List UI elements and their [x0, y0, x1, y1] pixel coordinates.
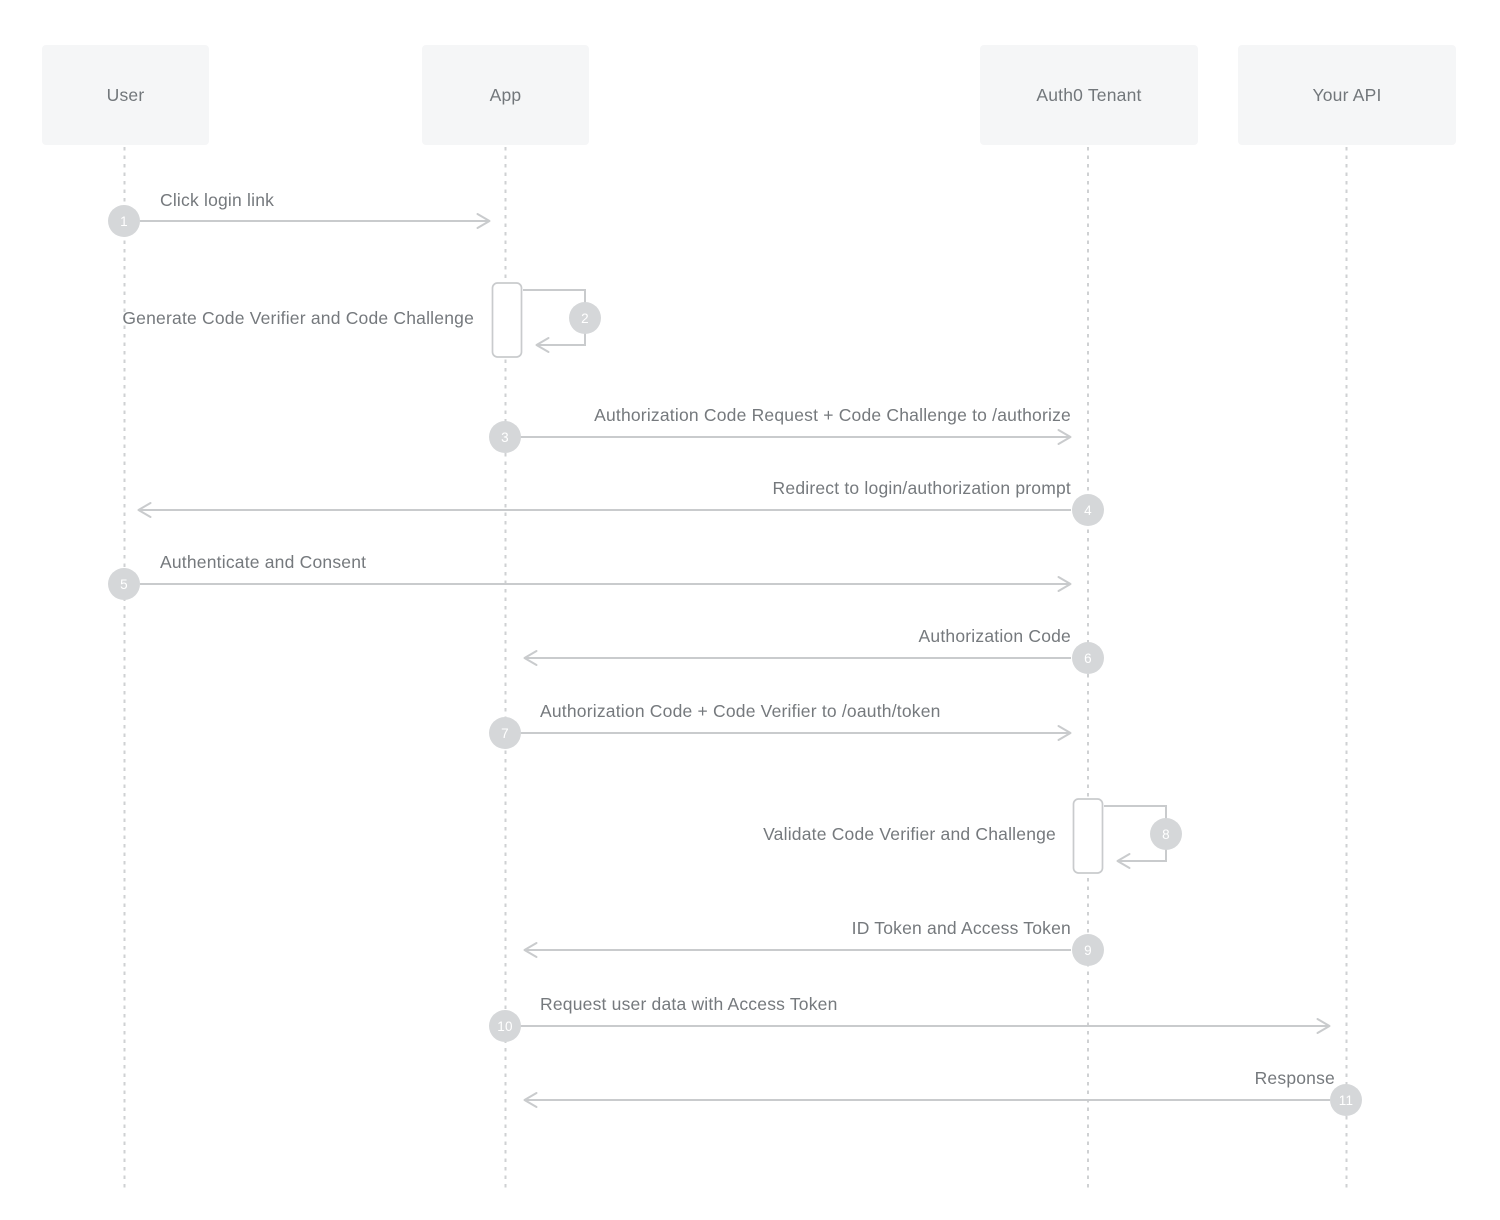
- message-10-label: Request user data with Access Token: [540, 994, 838, 1014]
- message-5-label: Authenticate and Consent: [160, 552, 367, 572]
- actor-auth0-tenant: Auth0 Tenant: [980, 45, 1198, 145]
- message-5-step-badge: 5: [108, 568, 140, 600]
- message-1-step-badge: 1: [108, 205, 140, 237]
- actor-app: App: [422, 45, 589, 145]
- message-3-label: Authorization Code Request + Code Challe…: [594, 405, 1071, 425]
- actor-user: User: [42, 45, 209, 145]
- actor-your-api: Your API: [1238, 45, 1456, 145]
- activation-box-app: [491, 282, 523, 358]
- message-6-step-badge: 6: [1072, 642, 1104, 674]
- message-2-label: Generate Code Verifier and Code Challeng…: [122, 308, 474, 328]
- activation-box-auth0-tenant: [1072, 798, 1104, 874]
- message-8-step-badge: 8: [1150, 818, 1182, 850]
- message-11-step-badge: 11: [1330, 1084, 1362, 1116]
- message-7-step-badge: 7: [489, 717, 521, 749]
- message-9-step-badge: 9: [1072, 934, 1104, 966]
- message-6-label: Authorization Code: [918, 626, 1071, 646]
- message-7-label: Authorization Code + Code Verifier to /o…: [540, 701, 941, 721]
- message-1-label: Click login link: [160, 190, 275, 210]
- message-3-step-badge: 3: [489, 421, 521, 453]
- message-9-label: ID Token and Access Token: [851, 918, 1071, 938]
- message-4-label: Redirect to login/authorization prompt: [772, 478, 1071, 498]
- message-2-step-badge: 2: [569, 302, 601, 334]
- message-10-step-badge: 10: [489, 1010, 521, 1042]
- message-11-label: Response: [1254, 1068, 1335, 1088]
- message-4-step-badge: 4: [1072, 494, 1104, 526]
- message-8-label: Validate Code Verifier and Challenge: [763, 824, 1056, 844]
